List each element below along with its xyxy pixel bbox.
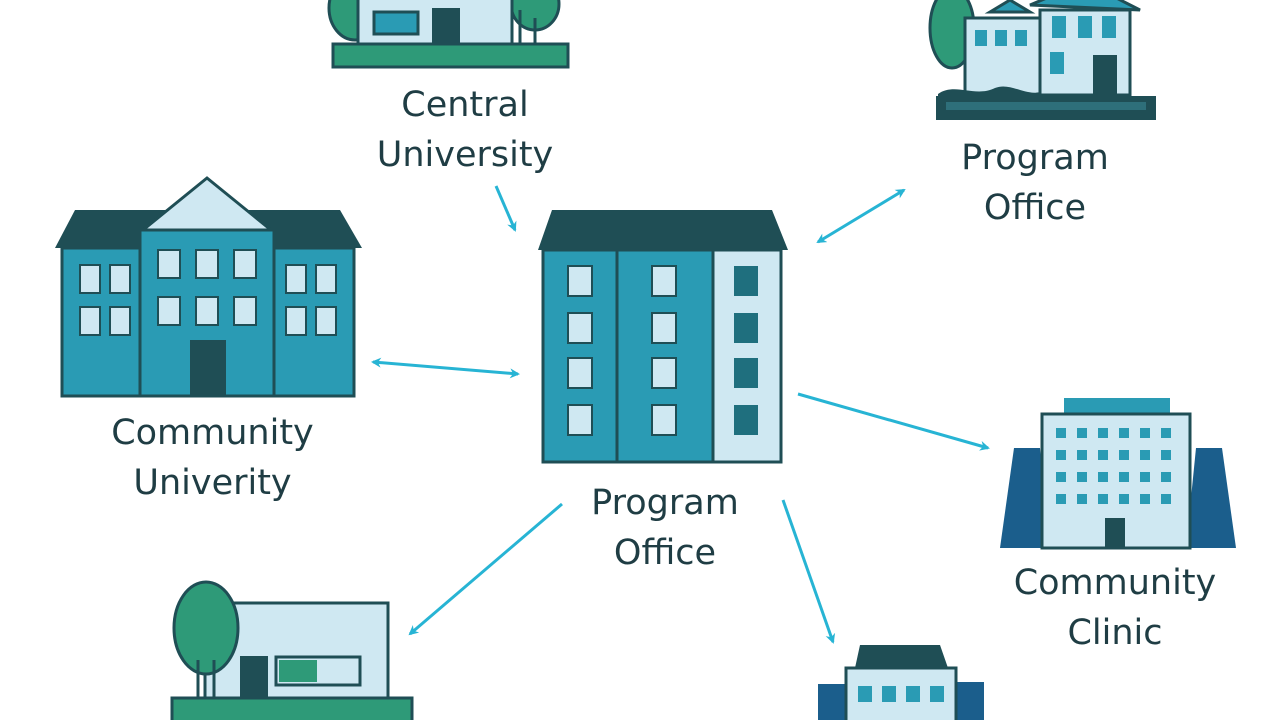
clinic-window <box>1161 472 1171 482</box>
clinic-window <box>1098 428 1108 438</box>
arrow-central-to-office <box>494 185 517 232</box>
community-university-icon <box>55 176 362 398</box>
arrow-office-to-clinic <box>797 392 990 451</box>
community-university-line1: Community <box>111 413 314 453</box>
program-office-top-line1: Program <box>961 138 1109 178</box>
clinic-window <box>1161 450 1171 460</box>
arrow-office-to-bottom-right <box>781 499 836 644</box>
program-office-center-line2: Office <box>613 533 717 573</box>
central-university-line1: Central <box>401 85 529 125</box>
clinic-window <box>1140 450 1150 460</box>
arrow-office-to-bottom-left <box>408 502 563 636</box>
clinic-window <box>1140 494 1150 504</box>
program-office-top-line2: Office <box>983 188 1087 228</box>
program-office-top-icon <box>928 0 1156 120</box>
clinic-window <box>1119 494 1129 504</box>
clinic-window <box>1119 450 1129 460</box>
clinic-window <box>1056 450 1066 460</box>
community-university-label: Community Univerity <box>90 408 335 508</box>
clinic-window <box>1161 428 1171 438</box>
community-clinic-line1: Community <box>1013 563 1217 603</box>
central-university-icon <box>327 0 570 69</box>
program-office-center-line1: Program <box>591 483 739 523</box>
arrow-office-top-to-office <box>816 188 906 244</box>
community-clinic-line2: Clinic <box>1067 613 1163 653</box>
clinic-window <box>1098 472 1108 482</box>
program-office-top-label: Program Office <box>935 133 1135 233</box>
central-university-line2: University <box>376 135 554 175</box>
clinic-window <box>1077 472 1087 482</box>
clinic-window <box>1098 450 1108 460</box>
clinic-window <box>1119 428 1129 438</box>
community-clinic-label: Community Clinic <box>990 558 1240 658</box>
clinic-window <box>1098 494 1108 504</box>
clinic-window <box>1056 494 1066 504</box>
central-university-label: Central University <box>360 80 570 180</box>
clinic-window <box>1077 494 1087 504</box>
bottom-right-building-icon <box>818 645 984 720</box>
clinic-window <box>1161 494 1171 504</box>
clinic-window <box>1056 428 1066 438</box>
clinic-window <box>1140 428 1150 438</box>
bottom-left-building-icon <box>170 580 414 720</box>
clinic-window <box>1077 428 1087 438</box>
connector-arrows <box>371 185 990 644</box>
clinic-window <box>1119 472 1129 482</box>
community-clinic-icon <box>1000 398 1236 550</box>
clinic-window <box>1140 472 1150 482</box>
program-office-center-icon <box>538 210 788 464</box>
program-office-center-label: Program Office <box>565 478 765 578</box>
clinic-window <box>1077 450 1087 460</box>
arrow-univ-to-office <box>371 357 520 379</box>
community-university-line2: Univerity <box>133 463 292 503</box>
clinic-window <box>1056 472 1066 482</box>
